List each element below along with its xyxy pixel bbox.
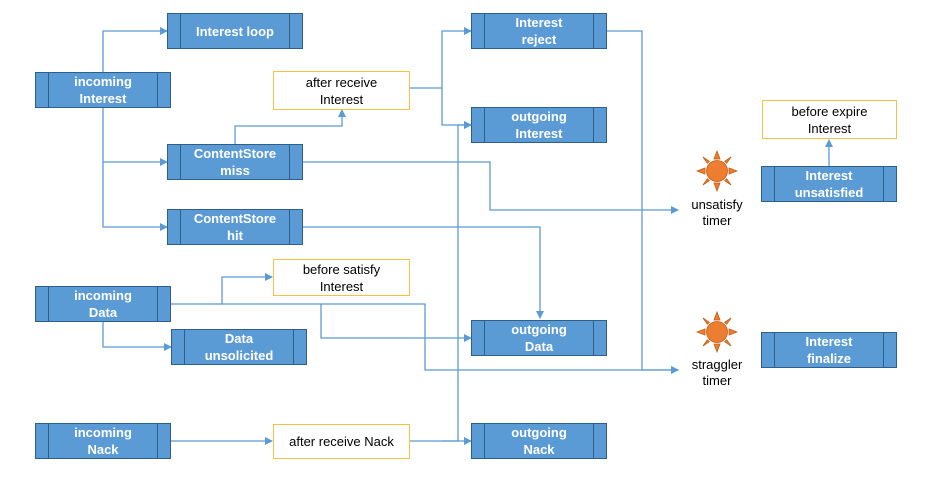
pipeline-interest-loop: Interest loop [167, 13, 303, 49]
edge-incoming-interest-to-interest-loop [102, 27, 168, 72]
unsatisfy-timer-label: unsatisfy timer [691, 197, 743, 228]
pipeline-incoming-data: incoming Data [35, 286, 171, 322]
edge-incoming-data-to-outgoing-data [222, 303, 472, 342]
trigger-after-receive-interest: after receive Interest [273, 71, 410, 110]
trigger-before-satisfy-interest: before satisfy Interest [273, 259, 410, 296]
sun-icon [696, 150, 738, 192]
edge-incoming-data-to-before-satisfy [171, 273, 273, 305]
edge-cs-hit-to-outgoing-data [302, 226, 544, 319]
edge-incoming-interest-to-cs-hit [102, 162, 168, 231]
pipeline-outgoing-interest: outgoing Interest [471, 107, 607, 143]
pipeline-outgoing-data: outgoing Data [471, 320, 607, 356]
pipeline-data-unsolicited: Data unsolicited [171, 329, 307, 365]
edge-cs-miss-to-after-receive-interest [234, 109, 346, 144]
pipeline-incoming-interest: incoming Interest [35, 72, 171, 108]
edge-incoming-data-to-straggler-timer [321, 303, 679, 374]
pipeline-outgoing-nack: outgoing Nack [471, 423, 607, 459]
edge-cs-miss-to-unsatisfy-timer [302, 161, 679, 214]
edge-incoming-data-to-data-unsolicited [102, 322, 172, 351]
pipeline-interest-finalize: Interest finalize [761, 332, 897, 368]
pipeline-contentstore-miss: ContentStore miss [167, 144, 303, 180]
edge-after-receive-interest-to-interest-reject [410, 27, 472, 89]
trigger-after-receive-nack: after receive Nack [273, 424, 410, 459]
edge-after-receive-interest-to-outgoing-interest [441, 88, 472, 129]
trigger-before-expire-interest: before expire Interest [762, 100, 897, 139]
pipeline-incoming-nack: incoming Nack [35, 423, 171, 459]
sun-icon [696, 311, 738, 353]
pipeline-interest-reject: Interest reject [471, 13, 607, 49]
pipeline-interest-unsatisfied: Interest unsatisfied [761, 166, 897, 202]
edge-incoming-interest-to-cs-miss [102, 108, 168, 166]
pipeline-contentstore-hit: ContentStore hit [167, 209, 303, 245]
edge-after-receive-nack-to-outgoing-interest [442, 121, 472, 442]
straggler-timer-label: straggler timer [691, 357, 743, 388]
edge-interest-reject-to-straggler-timer [607, 30, 679, 374]
